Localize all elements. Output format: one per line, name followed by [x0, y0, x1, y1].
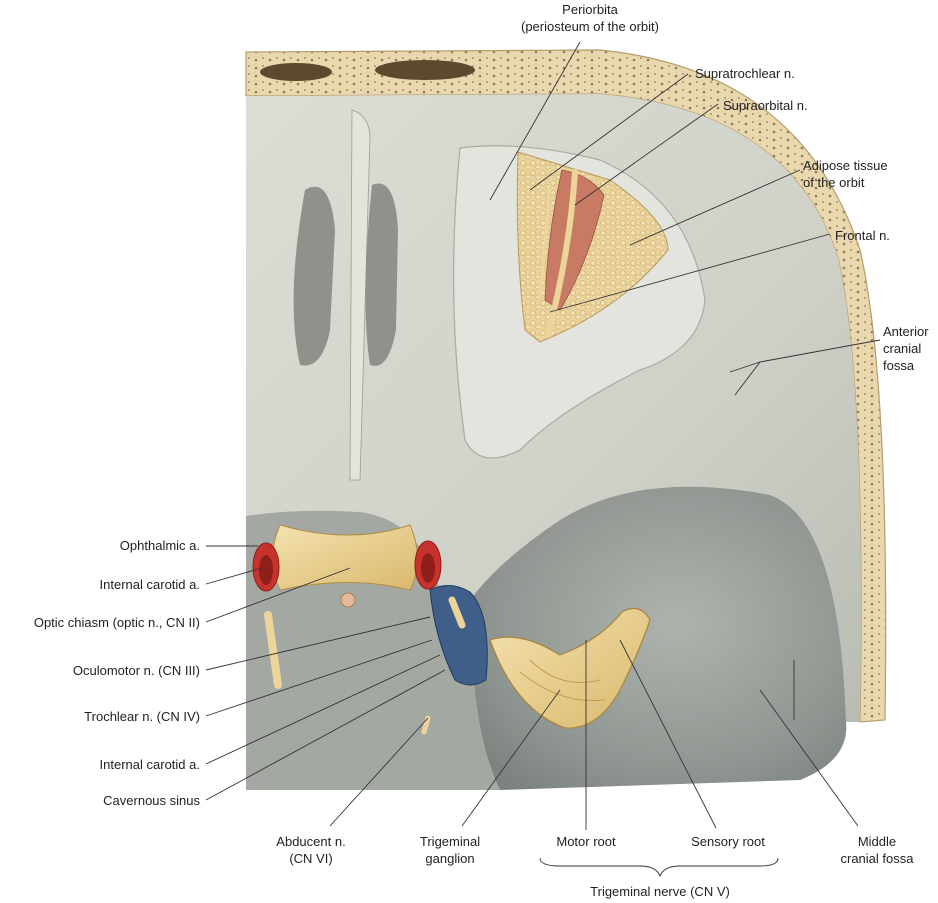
label-ophthalmic-a: Ophthalmic a. — [120, 538, 200, 553]
optic-chiasm-structure — [272, 524, 418, 608]
label-sensory-root: Sensory root — [691, 834, 765, 849]
oculomotor-nerve — [448, 596, 466, 629]
internal-carotid-artery — [252, 540, 442, 592]
label-frontal-n: Frontal n. — [835, 228, 890, 243]
label-optic-chiasm: Optic chiasm (optic n., CN II) — [34, 615, 200, 630]
abducent-nerve — [421, 715, 431, 735]
label-supraorbital-n: Supraorbital n. — [723, 98, 808, 113]
label-trochlear-n: Trochlear n. (CN IV) — [84, 709, 200, 724]
label-abducent-n: Abducent n.(CN VI) — [276, 834, 345, 866]
orbit-window — [452, 145, 706, 459]
label-oculomotor-n: Oculomotor n. (CN III) — [73, 663, 200, 678]
leader-lines — [205, 41, 881, 878]
label-internal-carotid-a-lower: Internal carotid a. — [100, 757, 200, 772]
label-periorbita: Periorbita(periosteum of the orbit) — [521, 2, 659, 34]
labels: Periorbita(periosteum of the orbit) Supr… — [34, 2, 929, 899]
label-motor-root: Motor root — [556, 834, 616, 849]
crista-galli — [293, 109, 398, 481]
label-internal-carotid-a-upper: Internal carotid a. — [100, 577, 200, 592]
trigeminal-ganglion-structure — [489, 607, 651, 729]
label-trigeminal-nerve: Trigeminal nerve (CN V) — [590, 884, 730, 899]
trochlear-nerve — [264, 611, 282, 689]
cavernous-sinus — [429, 585, 488, 686]
label-cavernous-sinus: Cavernous sinus — [103, 793, 200, 808]
label-supratrochlear-n: Supratrochlear n. — [695, 66, 795, 81]
